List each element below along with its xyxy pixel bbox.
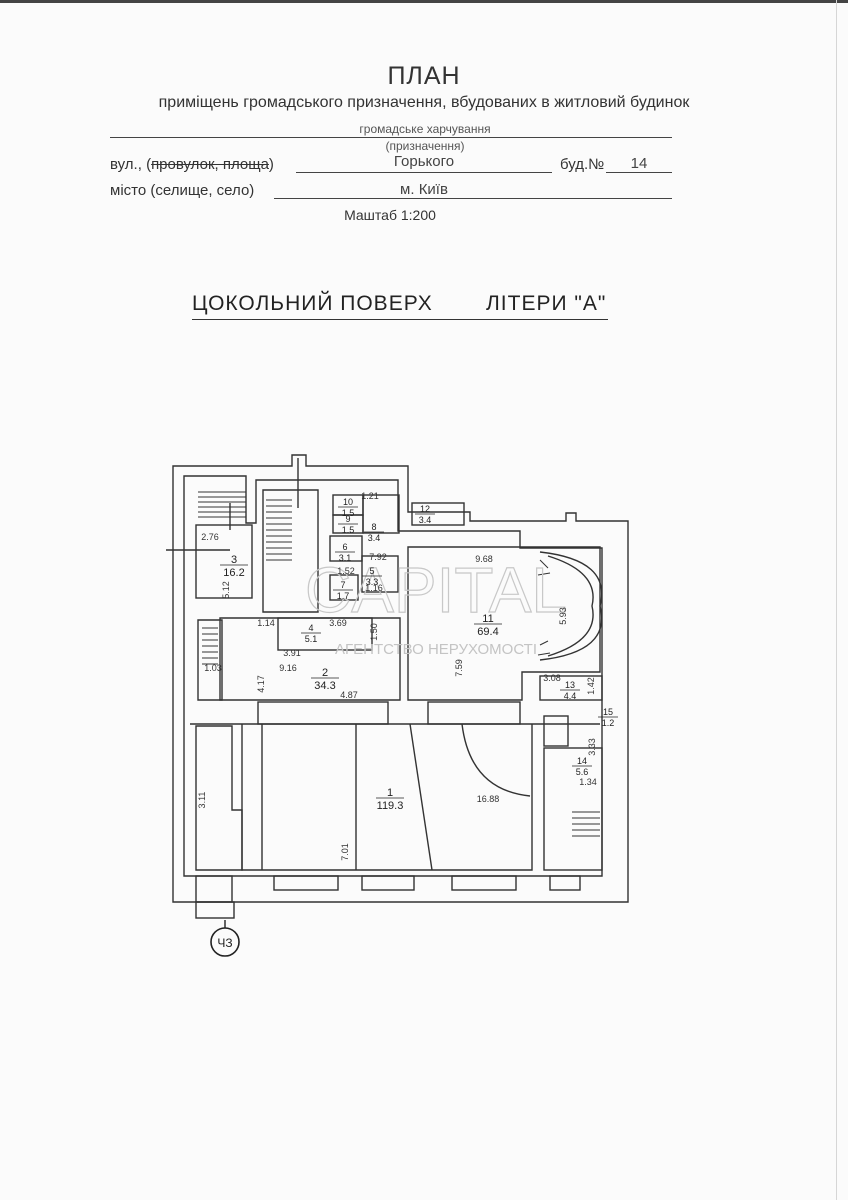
watermark-sub: АГЕНТСТВО НЕРУХОМОСТІ — [335, 641, 537, 658]
dimension-label: 3.69 — [329, 618, 347, 628]
pit — [195, 901, 235, 919]
dimension-label: 1.21 — [361, 491, 379, 501]
room-6-number: 6 — [342, 542, 347, 552]
dimension-label: 1.34 — [579, 777, 597, 787]
top-edge — [0, 0, 848, 3]
room-4-number: 4 — [308, 623, 313, 633]
dimension-label: 1.16 — [365, 583, 383, 593]
dimension-label: 7.92 — [369, 552, 387, 562]
room-13-area: 4.4 — [564, 691, 577, 701]
beam-right — [427, 701, 521, 725]
street-value: Горького — [393, 153, 455, 170]
purpose-underline — [110, 137, 672, 138]
dimension-label: 3.33 — [587, 738, 597, 756]
scale-label: Маштаб 1:200 — [344, 207, 436, 223]
dimension-label: 9.68 — [475, 554, 493, 564]
room-4-area: 5.1 — [305, 634, 318, 644]
outer-wall — [172, 454, 629, 903]
room-2-outline — [219, 617, 401, 701]
dimension-label: 1.52 — [337, 566, 355, 576]
building-label: буд.№ — [560, 156, 605, 173]
bay-arc — [539, 551, 603, 661]
room-10-number: 10 — [343, 497, 353, 507]
room-5-number: 5 — [369, 566, 374, 576]
dimension-label: 7.01 — [340, 843, 350, 861]
room-10-area: 1.5 — [342, 508, 355, 518]
room-12-area: 3.4 — [419, 515, 432, 525]
room-6-outline — [329, 535, 363, 562]
room-11-area: 69.4 — [477, 626, 498, 638]
room-15-outline — [543, 715, 569, 747]
room-7-area: 1.7 — [337, 591, 350, 601]
room-2-area: 34.3 — [314, 680, 335, 692]
dimension-label: 1.50 — [369, 623, 379, 641]
dimension-label: 7.59 — [454, 659, 464, 677]
dimension-label: 1.14 — [257, 618, 275, 628]
room-3-area: 16.2 — [223, 567, 244, 579]
dimension-label: 4.17 — [256, 675, 266, 693]
door-arc — [461, 723, 531, 797]
dimension-label: 3.91 — [283, 648, 301, 658]
room-14-number: 14 — [577, 756, 587, 766]
purpose-value: громадське харчування — [359, 122, 491, 136]
building-value: 14 — [630, 155, 648, 172]
room-8-area: 3.4 — [368, 533, 381, 543]
city-value: м. Київ — [400, 181, 448, 198]
dimension-label: 5.12 — [221, 581, 231, 599]
dimension-label: 3.11 — [197, 792, 207, 809]
dimension-label: 2.76 — [201, 532, 219, 542]
room-9-area: 1.5 — [342, 525, 355, 535]
floor-heading: ЦОКОЛЬНИЙ ПОВЕРХ — [192, 292, 433, 315]
room-8-number: 8 — [371, 522, 376, 532]
room-6-area: 3.1 — [339, 553, 352, 563]
room-11-number: 11 — [482, 613, 493, 625]
room-7-outline — [329, 574, 359, 601]
dimension-label: 3.08 — [543, 673, 561, 683]
room-5-outline — [361, 555, 399, 593]
right-edge — [836, 0, 837, 1200]
letter-heading: ЛІТЕРИ "А" — [486, 292, 607, 315]
stamp-text: ЧЗ — [217, 936, 232, 950]
city-underline — [274, 198, 672, 199]
purpose-caption: (призначення) — [385, 139, 465, 153]
room-3-number: 3 — [231, 554, 237, 566]
room-5-area: 3.3 — [366, 577, 379, 587]
room-2-number: 2 — [322, 667, 328, 679]
beam-left — [257, 701, 389, 725]
room-14-outline — [543, 747, 603, 871]
plan-title: ПЛАН — [387, 62, 461, 90]
room-15-number: 15 — [603, 707, 613, 717]
building-underline — [606, 172, 672, 173]
dimension-label: 9.16 — [279, 663, 297, 673]
dimension-label: 1.42 — [586, 677, 596, 695]
room-9-number: 9 — [345, 514, 350, 524]
street-underline — [296, 172, 552, 173]
dimension-label: 16.88 — [477, 794, 500, 804]
plan-subtitle: приміщень громадського призначення, вбуд… — [158, 94, 690, 111]
room-1-area: 119.3 — [377, 800, 404, 812]
room-1-outline — [241, 724, 533, 871]
city-label: місто (селище, село) — [110, 182, 255, 199]
heading-underline — [192, 319, 608, 320]
dimension-label: 4.87 — [340, 690, 358, 700]
room-11-outline — [407, 546, 601, 701]
room-13-number: 13 — [565, 680, 575, 690]
room-8-outline — [362, 494, 400, 534]
room-13-outline — [539, 675, 603, 701]
room-7-number: 7 — [340, 580, 345, 590]
room-3-outline — [195, 524, 253, 599]
stair-block — [262, 489, 319, 613]
room-1-number: 1 — [387, 787, 393, 799]
room-15-area: 1.2 — [602, 718, 615, 728]
room-12-number: 12 — [420, 504, 430, 514]
street-label: вул., (провулок, площа) — [110, 156, 274, 173]
room-14-area: 5.6 — [576, 767, 589, 777]
inner-wall — [183, 475, 603, 877]
room-12-outline — [411, 502, 465, 526]
dimension-label: 1.03 — [204, 663, 222, 673]
dimension-label: 5.93 — [558, 607, 568, 625]
